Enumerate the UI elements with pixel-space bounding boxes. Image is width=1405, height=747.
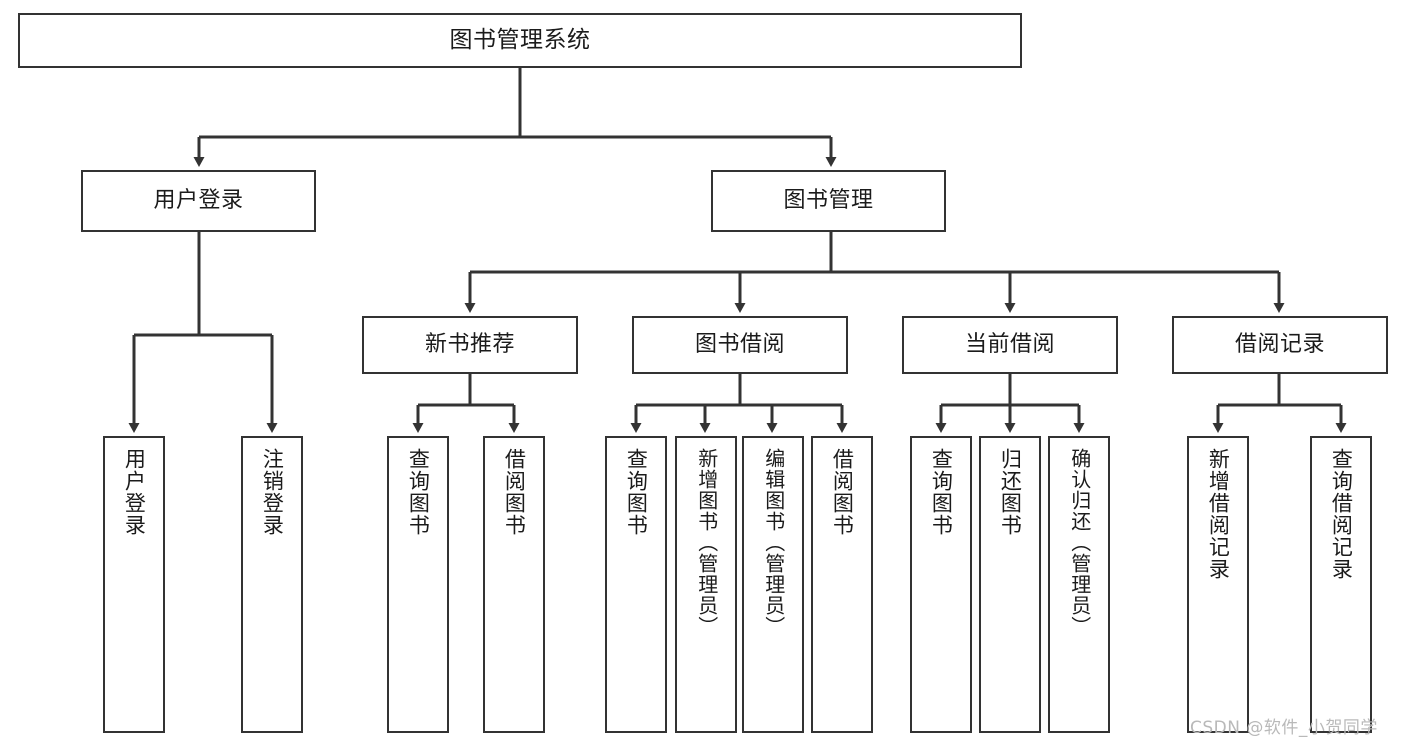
node-label: 借阅图书 <box>830 448 855 536</box>
leaf-query-books-recommendation[interactable]: 查询图书 <box>387 436 449 733</box>
node-new-book-recommendation[interactable]: 新书推荐 <box>362 316 578 374</box>
node-label: 当前借阅 <box>964 331 1055 357</box>
leaf-borrow-books-borrowing[interactable]: 借阅图书 <box>811 436 873 733</box>
node-label: 确认归还（管理员） <box>1067 448 1092 637</box>
node-label: 借阅记录 <box>1234 331 1325 357</box>
node-label: 图书管理系统 <box>449 26 591 53</box>
leaf-logout[interactable]: 注销登录 <box>241 436 303 733</box>
node-label: 编辑图书（管理员） <box>761 448 786 637</box>
leaf-user-login[interactable]: 用户登录 <box>103 436 165 733</box>
node-label: 查询图书 <box>624 448 649 536</box>
node-label: 查询图书 <box>406 448 431 536</box>
leaf-query-books-borrowing[interactable]: 查询图书 <box>605 436 667 733</box>
node-book-management[interactable]: 图书管理 <box>711 170 946 232</box>
node-label: 新增借阅记录 <box>1206 448 1231 580</box>
node-root-book-management-system[interactable]: 图书管理系统 <box>18 13 1022 68</box>
node-label: 查询借阅记录 <box>1329 448 1354 580</box>
node-label: 用户登录 <box>153 187 244 213</box>
leaf-edit-book-admin[interactable]: 编辑图书（管理员） <box>742 436 804 733</box>
leaf-query-borrow-record[interactable]: 查询借阅记录 <box>1310 436 1372 733</box>
node-label: 查询图书 <box>929 448 954 536</box>
node-book-borrowing[interactable]: 图书借阅 <box>632 316 848 374</box>
leaf-confirm-return-admin[interactable]: 确认归还（管理员） <box>1048 436 1110 733</box>
node-label: 借阅图书 <box>502 448 527 536</box>
node-borrowing-records[interactable]: 借阅记录 <box>1172 316 1388 374</box>
leaf-add-book-admin[interactable]: 新增图书（管理员） <box>675 436 737 733</box>
node-current-borrowing[interactable]: 当前借阅 <box>902 316 1118 374</box>
leaf-return-books[interactable]: 归还图书 <box>979 436 1041 733</box>
leaf-add-borrow-record[interactable]: 新增借阅记录 <box>1187 436 1249 733</box>
node-label: 用户登录 <box>122 448 147 536</box>
node-label: 注销登录 <box>260 448 285 536</box>
leaf-query-books-current[interactable]: 查询图书 <box>910 436 972 733</box>
node-label: 新增图书（管理员） <box>694 448 719 637</box>
node-label: 图书管理 <box>783 187 874 213</box>
node-label: 归还图书 <box>998 448 1023 536</box>
leaf-borrow-books-recommendation[interactable]: 借阅图书 <box>483 436 545 733</box>
node-label: 图书借阅 <box>694 331 785 357</box>
node-label: 新书推荐 <box>424 331 515 357</box>
node-user-login[interactable]: 用户登录 <box>81 170 316 232</box>
